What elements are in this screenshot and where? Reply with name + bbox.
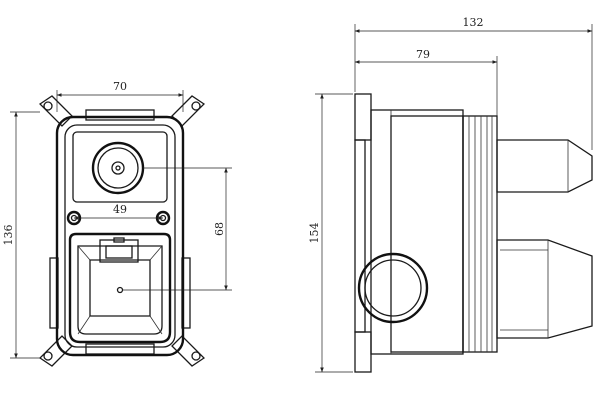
depth-total-dim-label: 132: [463, 16, 484, 29]
body-inner: [390, 115, 464, 353]
bottom-tab: [85, 343, 155, 355]
front-plate: [354, 139, 366, 333]
housing-inner: [64, 124, 176, 348]
dim-depth-total: 132: [354, 16, 593, 150]
side-height-dim-label: 154: [308, 223, 321, 244]
upper-valve-port: [91, 141, 145, 195]
lower-outlet: [496, 239, 593, 339]
depth-body-dim-label: 79: [416, 48, 430, 61]
mounting-lug-bottom-right: [171, 335, 206, 367]
dim-width: 70: [56, 80, 184, 112]
side-view: 132 79 154: [308, 16, 593, 373]
cavity-connector: [99, 237, 139, 263]
upper-panel: [72, 131, 168, 203]
top-tab: [85, 109, 155, 121]
main-body: [370, 109, 464, 355]
side-round-port: [357, 252, 429, 324]
dim-height: 136: [2, 111, 40, 359]
dim-depth-body: 79: [354, 48, 498, 116]
dim-spacing: 68: [122, 167, 232, 291]
upper-nozzle: [496, 139, 593, 193]
dim-center: 49: [73, 203, 164, 220]
flange-top: [354, 93, 372, 141]
mounting-lug-top-right: [171, 95, 206, 127]
center-dim-label: 49: [113, 203, 127, 216]
height-dim-label: 136: [2, 225, 15, 246]
dim-side-height: 154: [308, 93, 353, 373]
housing-outer: [55, 115, 185, 357]
flange-bottom: [354, 331, 372, 373]
width-dim-label: 70: [113, 80, 127, 93]
lower-cavity: [68, 232, 172, 344]
front-view: 70 136 49 68: [2, 80, 232, 367]
spacing-dim-label: 68: [213, 222, 226, 236]
mounting-lug-top-left: [38, 95, 73, 127]
threaded-ring: [462, 115, 498, 353]
